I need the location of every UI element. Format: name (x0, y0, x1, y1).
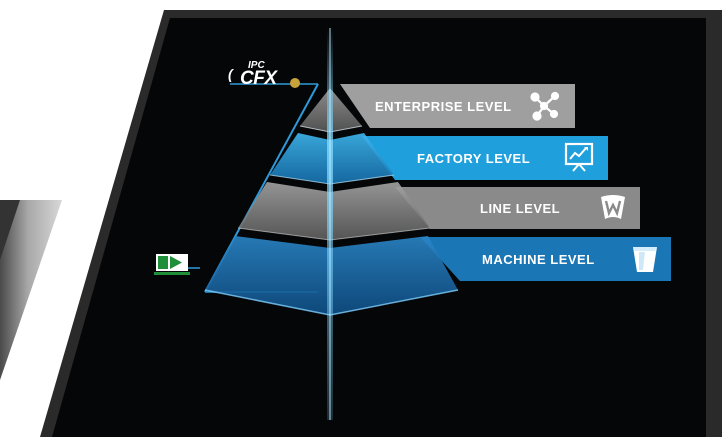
machine-banner (420, 237, 671, 281)
factory-level-label: FACTORY LEVEL (417, 151, 531, 166)
enterprise-banner (340, 84, 575, 128)
factory-banner (362, 136, 608, 180)
chart-presentation-icon (564, 142, 594, 172)
network-nodes-icon (530, 91, 560, 121)
w-logo-icon (601, 195, 625, 219)
line-level-label: LINE LEVEL (480, 201, 561, 216)
logo-badge-icon (290, 78, 300, 88)
enterprise-level-label: ENTERPRISE LEVEL (375, 99, 512, 114)
cup-icon (633, 247, 657, 272)
small-brand-logo (154, 254, 190, 275)
line-banner (395, 187, 640, 229)
logo-ipc-text: IPC (248, 60, 265, 71)
logo-cfx-text: CFX (240, 68, 277, 89)
machine-level-label: MACHINE LEVEL (482, 252, 595, 267)
swoosh-icon: ( (228, 66, 233, 82)
pyramid-tier-line (238, 182, 430, 240)
